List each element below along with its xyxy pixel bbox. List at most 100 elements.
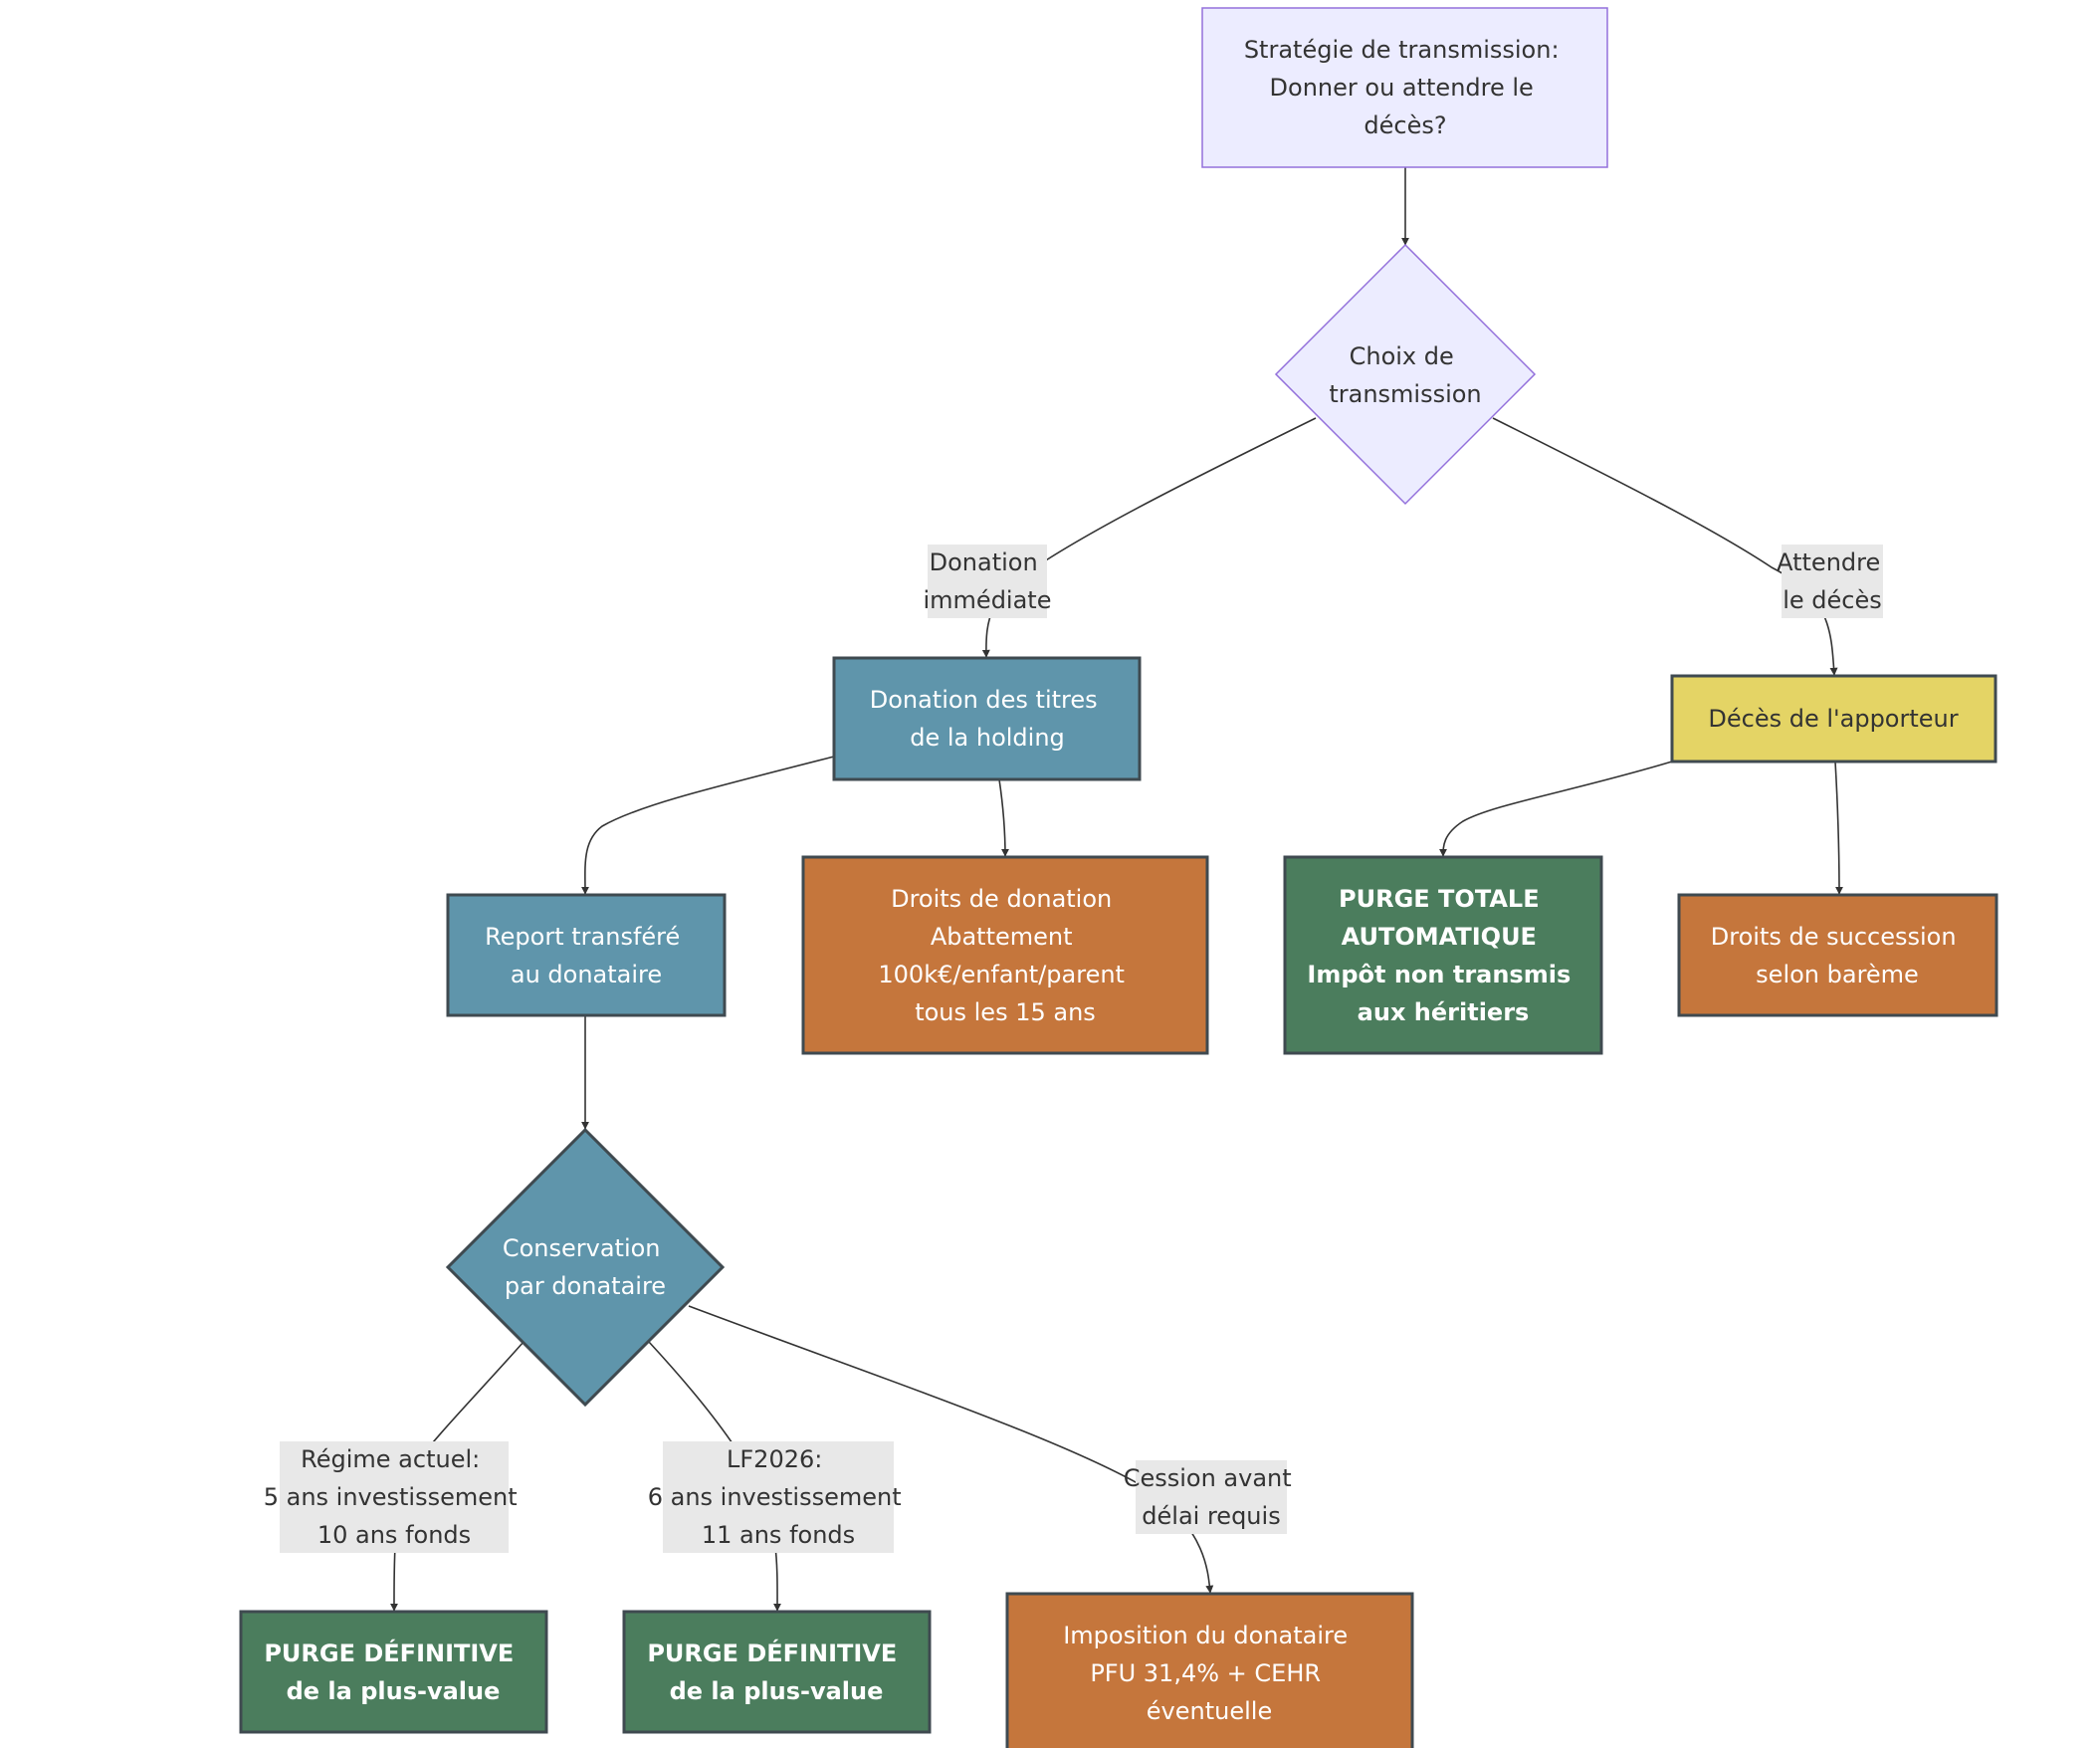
edge-donation-to-droits-donation [998,778,1009,857]
node-line: transmission [1329,380,1481,408]
decision-diamond [1274,243,1537,506]
svg-text:Donation immédiate: Donation immédiate [924,548,1052,614]
node-line: de la holding [910,724,1065,752]
edge-label-line: Attendre [1777,548,1880,576]
node-line: Droits de succession [1711,923,1957,951]
node-box [622,1610,932,1734]
edge-choice-to-deces [1492,417,1838,676]
edge-label-line: 10 ans fonds [317,1521,471,1549]
svg-text:PURGE DÉFINITIVE de la p: PURGE DÉFINITIVE de la plus-value [264,1639,522,1705]
node-choix-transmission: Choix de transmission [1274,243,1537,506]
edge-choice-to-donation [981,417,1317,658]
node-line: PURGE DÉFINITIVE [264,1639,514,1667]
edge-label-line: délai requis [1142,1502,1280,1530]
node-box [1670,674,1997,764]
svg-text:Régime actuel: 5 ans inv: Régime actuel: 5 ans investissement 10 a… [264,1445,525,1549]
edge-deces-to-droits-succession [1834,761,1843,895]
node-line: de la plus-value [287,1677,501,1705]
node-box [1005,1592,1414,1748]
node-line: tous les 15 ans [915,998,1096,1026]
node-purge-totale: PURGE TOTALE AUTOMATIQUE Impôt non trans… [1283,855,1603,1055]
edge-label-lf2026: LF2026: 6 ans investissement 11 ans fond… [648,1441,910,1553]
node-line: Imposition du donataire [1063,1622,1348,1649]
node-imposition-donataire: Imposition du donataire PFU 31,4% + CEHR… [1005,1592,1414,1748]
node-purge-definitive-actuel: PURGE DÉFINITIVE de la plus-value [239,1610,548,1734]
node-line: Donation des titres [870,686,1098,714]
edge-label-line: Donation [930,548,1038,576]
edge-conservation-to-imposition [688,1305,1214,1594]
edge-label-bg [1782,545,1883,618]
svg-text:Imposition du donataire: Imposition du donataire PFU 31,4% + CEHR… [1063,1622,1356,1725]
edge-label-donation-immediate: Donation immédiate [924,545,1052,618]
svg-text:Report transféré au dona: Report transféré au donataire [485,923,688,988]
node-line: AUTOMATIQUE [1342,923,1537,951]
node-box [1201,7,1608,168]
node-line: au donataire [511,961,662,988]
node-line: Conservation [503,1234,661,1262]
node-deces-apporteur: Décès de l'apporteur [1670,674,1997,764]
edge-label-line: Régime actuel: [301,1445,480,1473]
edge-label-line: immédiate [924,586,1052,614]
node-line: Impôt non transmis [1307,961,1571,988]
node-report-transfere: Report transféré au donataire [446,893,727,1017]
node-line: PFU 31,4% + CEHR [1090,1659,1321,1687]
svg-text:Cession avant délai requ: Cession avant délai requis [1124,1464,1300,1530]
edge-deces-to-purge-totale [1439,761,1673,857]
node-box [446,893,727,1017]
node-box [801,855,1209,1055]
node-line: par donataire [505,1272,666,1300]
edge-label-line: 6 ans investissement [648,1483,902,1511]
edge-label-bg [280,1441,509,1553]
svg-text:Donation des titres de l: Donation des titres de la holding [870,686,1106,752]
node-line: Droits de donation [891,885,1112,913]
node-donation-titres: Donation des titres de la holding [832,656,1142,781]
svg-text:Droits de donation Abatt: Droits de donation Abattement 100k€/enfa… [878,885,1132,1026]
node-line: de la plus-value [670,1677,884,1705]
edge-label-line: le décès [1783,586,1882,614]
svg-text:Stratégie de transmission:: Stratégie de transmission: Donner ou att… [1244,36,1567,139]
svg-text:Choix de transmission: Choix de transmission [1329,342,1481,408]
node-line: Décès de l'apporteur [1708,705,1958,733]
node-box [1677,893,1998,1017]
node-box [832,656,1142,781]
node-droits-succession: Droits de succession selon barème [1677,893,1998,1017]
node-line: éventuelle [1147,1697,1272,1725]
edge-label-line: 11 ans fonds [702,1521,855,1549]
edge-donation-to-report [580,756,835,895]
edge-label-bg [1136,1460,1287,1534]
node-line: Choix de [1350,342,1454,370]
decision-diamond [445,1127,726,1408]
node-droits-donation: Droits de donation Abattement 100k€/enfa… [801,855,1209,1055]
edge-label-bg [663,1441,894,1553]
node-strategie-transmission: Stratégie de transmission: Donner ou att… [1201,7,1608,168]
svg-text:Attendre le décès: Attendre le décès [1777,548,1888,614]
svg-text:PURGE DÉFINITIVE de la p: PURGE DÉFINITIVE de la plus-value [647,1639,905,1705]
edge-label-cession-avant: Cession avant délai requis [1124,1460,1300,1534]
svg-text:PURGE TOTALE AUTOMATIQUE: PURGE TOTALE AUTOMATIQUE Impôt non trans… [1307,885,1578,1026]
edge-label-line: Cession avant [1124,1464,1292,1492]
node-conservation-donataire: Conservation par donataire [445,1127,726,1408]
node-line: 100k€/enfant/parent [878,961,1125,988]
node-box [239,1610,548,1734]
svg-text:Décès de l'apporteur: Décès de l'apporteur [1708,705,1958,733]
node-line: Donner ou attendre le [1270,74,1534,102]
node-line: selon barème [1756,961,1919,988]
edge-label-bg [928,545,1047,618]
node-box [1283,855,1603,1055]
node-line: Report transféré [485,923,680,951]
svg-text:Droits de succession sel: Droits de succession selon barème [1711,923,1964,988]
edge-label-line: 5 ans investissement [264,1483,518,1511]
node-line: Stratégie de transmission: [1244,36,1560,64]
node-line: aux héritiers [1358,998,1530,1026]
edge-label-line: LF2026: [727,1445,822,1473]
svg-text:Conservation par donatai: Conservation par donataire [503,1234,668,1300]
edge-label-attendre-deces: Attendre le décès [1777,545,1888,618]
node-line: PURGE TOTALE [1339,885,1540,913]
node-purge-definitive-lf2026: PURGE DÉFINITIVE de la plus-value [622,1610,932,1734]
node-line: PURGE DÉFINITIVE [647,1639,897,1667]
node-line: Abattement [931,923,1073,951]
node-line: décès? [1364,111,1446,139]
svg-text:LF2026: 6 ans investisse: LF2026: 6 ans investissement 11 ans fond… [648,1445,910,1549]
edge-label-regime-actuel: Régime actuel: 5 ans investissement 10 a… [264,1441,525,1553]
